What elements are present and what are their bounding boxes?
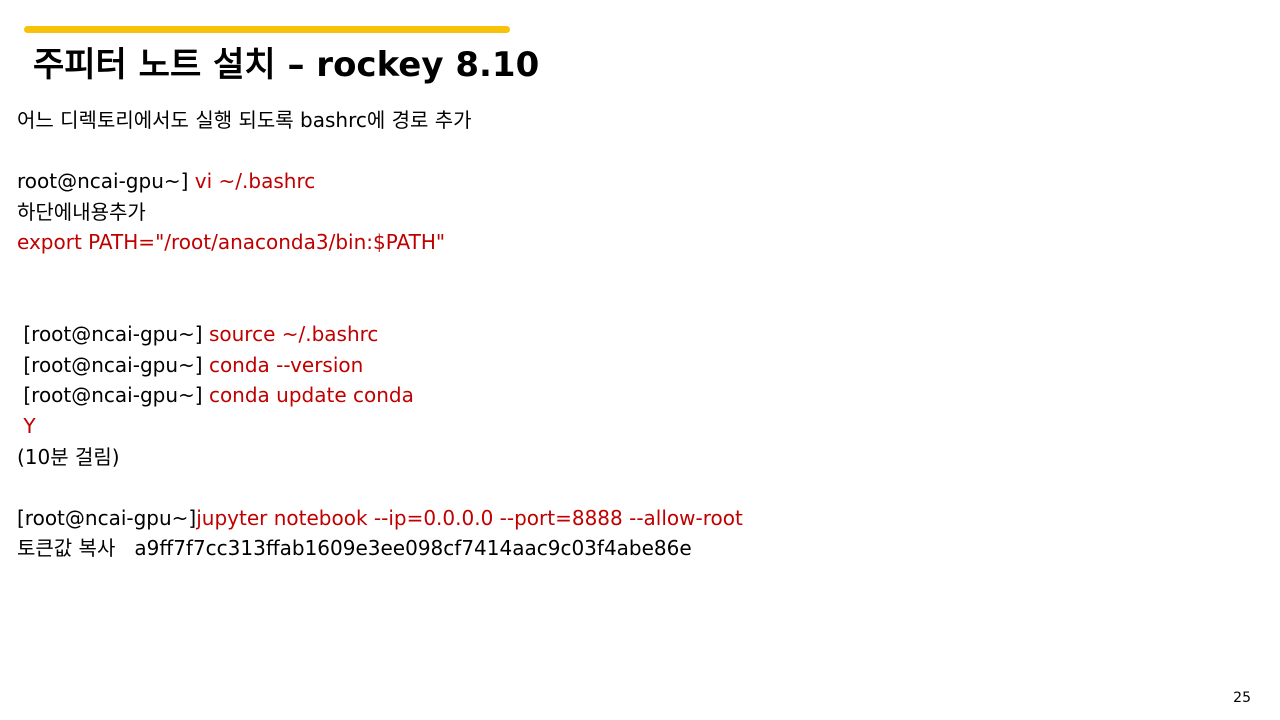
command-text: source ~/.bashrc — [208, 322, 379, 347]
note-line: (10분 걸림) — [17, 442, 1237, 473]
prompt-text: [root@ncai-gpu~] — [17, 352, 209, 377]
instruction-line: 하단에내용추가 — [17, 197, 1237, 228]
command-line-export-path: export PATH="/root/anaconda3/bin:$PATH" — [17, 227, 1237, 258]
token-line: 토큰값 복사 a9ff7f7cc313ffab1609e3ee098cf7414… — [17, 533, 1237, 564]
command-line-confirm: Y — [17, 411, 1237, 442]
blank-line — [17, 136, 1237, 167]
command-text: export PATH="/root/anaconda3/bin:$PATH" — [17, 230, 446, 255]
blank-line — [17, 289, 1237, 320]
command-line-vi-bashrc: root@ncai-gpu~] vi ~/.bashrc — [17, 166, 1237, 197]
slide-title: 주피터 노트 설치 – rockey 8.10 — [33, 45, 540, 85]
command-line-jupyter-notebook: [root@ncai-gpu~]jupyter notebook --ip=0.… — [17, 503, 1237, 534]
command-text: vi ~/.bashrc — [194, 169, 316, 194]
prompt-text: root@ncai-gpu~] — [17, 169, 195, 194]
command-line-conda-version: [root@ncai-gpu~] conda --version — [17, 350, 1237, 381]
command-text: conda --version — [208, 352, 364, 377]
blank-line — [17, 258, 1237, 289]
command-line-source-bashrc: [root@ncai-gpu~] source ~/.bashrc — [17, 319, 1237, 350]
prompt-text: [root@ncai-gpu~] — [17, 322, 209, 347]
title-accent-bar — [24, 26, 510, 33]
command-text: Y — [23, 413, 36, 438]
line-text: 토큰값 복사 a9ff7f7cc313ffab1609e3ee098cf7414… — [17, 536, 692, 561]
command-text: conda update conda — [208, 383, 414, 408]
command-text: jupyter notebook --ip=0.0.0.0 --port=888… — [196, 505, 743, 530]
line-text: 하단에내용추가 — [17, 199, 146, 224]
line-text: (10분 걸림) — [17, 444, 120, 469]
prompt-text: [root@ncai-gpu~] — [17, 505, 197, 530]
line-text: 어느 디렉토리에서도 실행 되도록 bashrc에 경로 추가 — [17, 108, 472, 132]
instruction-line: 어느 디렉토리에서도 실행 되도록 bashrc에 경로 추가 — [17, 105, 1237, 136]
command-line-conda-update: [root@ncai-gpu~] conda update conda — [17, 380, 1237, 411]
page-number: 25 — [1233, 690, 1251, 706]
prompt-text: [root@ncai-gpu~] — [17, 383, 209, 408]
slide-body: 어느 디렉토리에서도 실행 되도록 bashrc에 경로 추가 root@nca… — [17, 105, 1237, 564]
blank-line — [17, 472, 1237, 503]
